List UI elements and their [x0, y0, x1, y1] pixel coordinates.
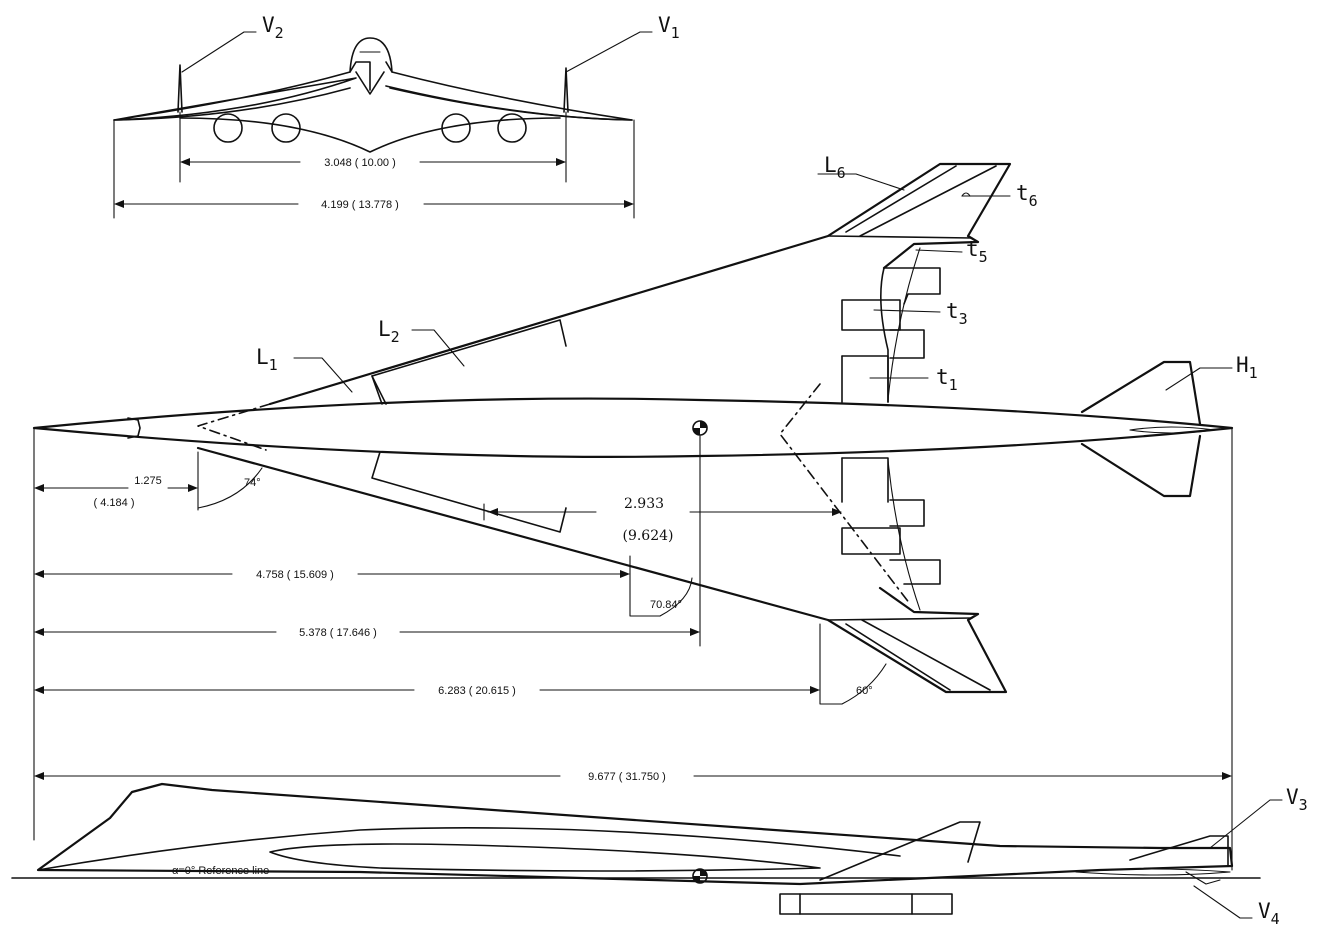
plan-dimensions	[33, 427, 1233, 871]
front-view	[113, 31, 653, 219]
plan-view	[32, 162, 1234, 694]
label-v4: V4	[1258, 899, 1280, 928]
label-h1: H1	[1236, 353, 1258, 382]
dimension-labels: 3.048 ( 10.00 ) 4.199 ( 13.778 ) 1.275 (…	[94, 157, 873, 877]
dim-break: 4.758 ( 15.609 )	[256, 569, 334, 581]
label-v3: V3	[1286, 785, 1308, 814]
dim-nose-apex-m: 1.275	[134, 475, 162, 487]
dim-nose-apex-ft: ( 4.184 )	[94, 497, 135, 509]
label-t6: t6	[1016, 181, 1038, 210]
label-t5: t5	[966, 237, 988, 266]
label-t3: t3	[946, 299, 968, 328]
dim-flap-ft: (9.624)	[622, 528, 673, 544]
angle-outer: 60°	[856, 685, 873, 697]
reference-line-label: α=0° Reference line	[172, 865, 269, 877]
angle-apex: 74°	[244, 477, 261, 489]
angle-main: 70.84°	[650, 599, 682, 611]
dim-cg: 5.378 ( 17.646 )	[299, 627, 377, 639]
label-v1: V1	[658, 13, 680, 42]
dim-outer: 6.283 ( 20.615 )	[438, 685, 516, 697]
dim-span-total: 4.199 ( 13.778 )	[321, 199, 399, 211]
label-l6: L6	[824, 153, 846, 182]
dim-overall: 9.677 ( 31.750 )	[588, 771, 666, 783]
label-v2: V2	[262, 13, 284, 42]
dim-span-v: 3.048 ( 10.00 )	[324, 157, 396, 169]
label-t1: t1	[936, 365, 958, 394]
dim-flap-m: 2.933	[624, 496, 664, 512]
label-l2: L2	[378, 317, 400, 346]
component-labels: V2 V1 L6 t6 t5 t3 t1 L2 L1 H1 V3 V4	[256, 13, 1308, 928]
side-view	[11, 782, 1283, 919]
label-l1: L1	[256, 345, 278, 374]
